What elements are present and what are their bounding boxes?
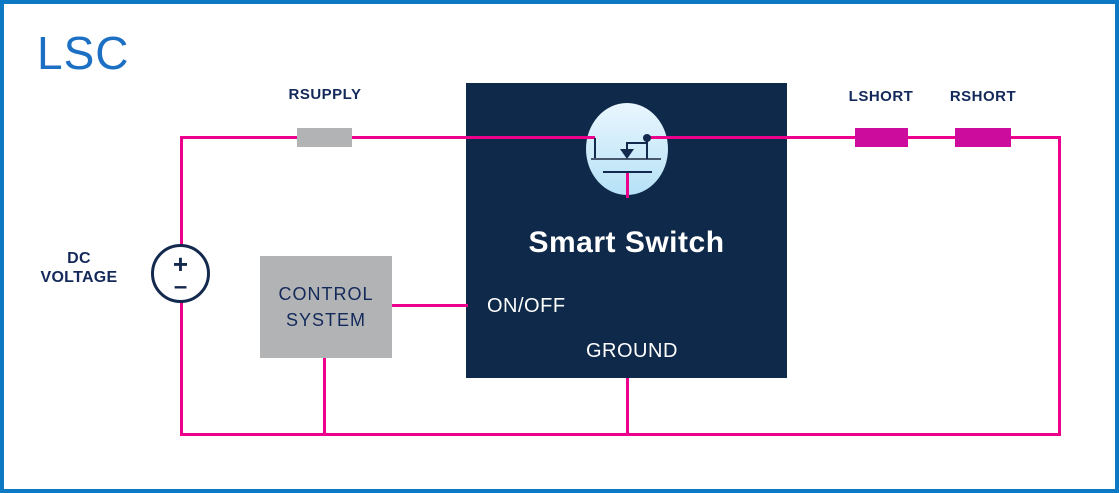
control-system-box: CONTROL SYSTEM <box>260 256 392 358</box>
wire-right-vertical <box>1058 136 1061 436</box>
ground-pin-label: GROUND <box>586 340 678 362</box>
minus-sign: – <box>173 273 188 300</box>
mosfet-channel-line <box>591 158 661 160</box>
control-system-label-line2: SYSTEM <box>285 310 366 330</box>
plus-sign: + <box>172 249 189 279</box>
wire-control-to-ground <box>323 358 326 436</box>
wire-control-to-switch <box>392 304 468 307</box>
control-system-label-line1: CONTROL <box>278 284 374 304</box>
wire-mosfet-gate-stub <box>626 173 629 198</box>
rsupply-resistor <box>297 128 352 147</box>
rshort-label: RSHORT <box>949 88 1017 105</box>
wire-top-right <box>647 136 1061 139</box>
lshort-label: LSHORT <box>848 88 914 105</box>
dc-voltage-source-icon: + – <box>151 244 210 303</box>
rsupply-label: RSUPPLY <box>288 86 362 103</box>
mosfet-top-link <box>626 142 647 144</box>
wire-top-left <box>180 136 595 139</box>
mosfet-drain-dot <box>643 134 651 142</box>
lshort-resistor <box>855 128 908 147</box>
dc-voltage-label: DC VOLTAGE <box>28 249 130 287</box>
dc-voltage-label-line2: VOLTAGE <box>40 269 118 286</box>
mosfet-arrow-icon <box>620 149 634 159</box>
mosfet-arrow-stem <box>626 142 628 150</box>
mosfet-gate-bar <box>603 171 652 173</box>
rshort-resistor <box>955 128 1011 147</box>
dc-voltage-label-line1: DC <box>67 250 91 267</box>
lsc-logo: LSC <box>37 26 129 80</box>
lsc-logo-text: LSC <box>37 27 130 79</box>
smart-switch-title: Smart Switch <box>528 226 725 259</box>
wire-switch-ground <box>626 378 629 436</box>
on-off-pin-label: ON/OFF <box>487 295 566 317</box>
mosfet-drain-lead <box>646 139 648 159</box>
mosfet-source-lead <box>594 138 596 159</box>
wire-bottom-rail <box>180 433 1061 436</box>
